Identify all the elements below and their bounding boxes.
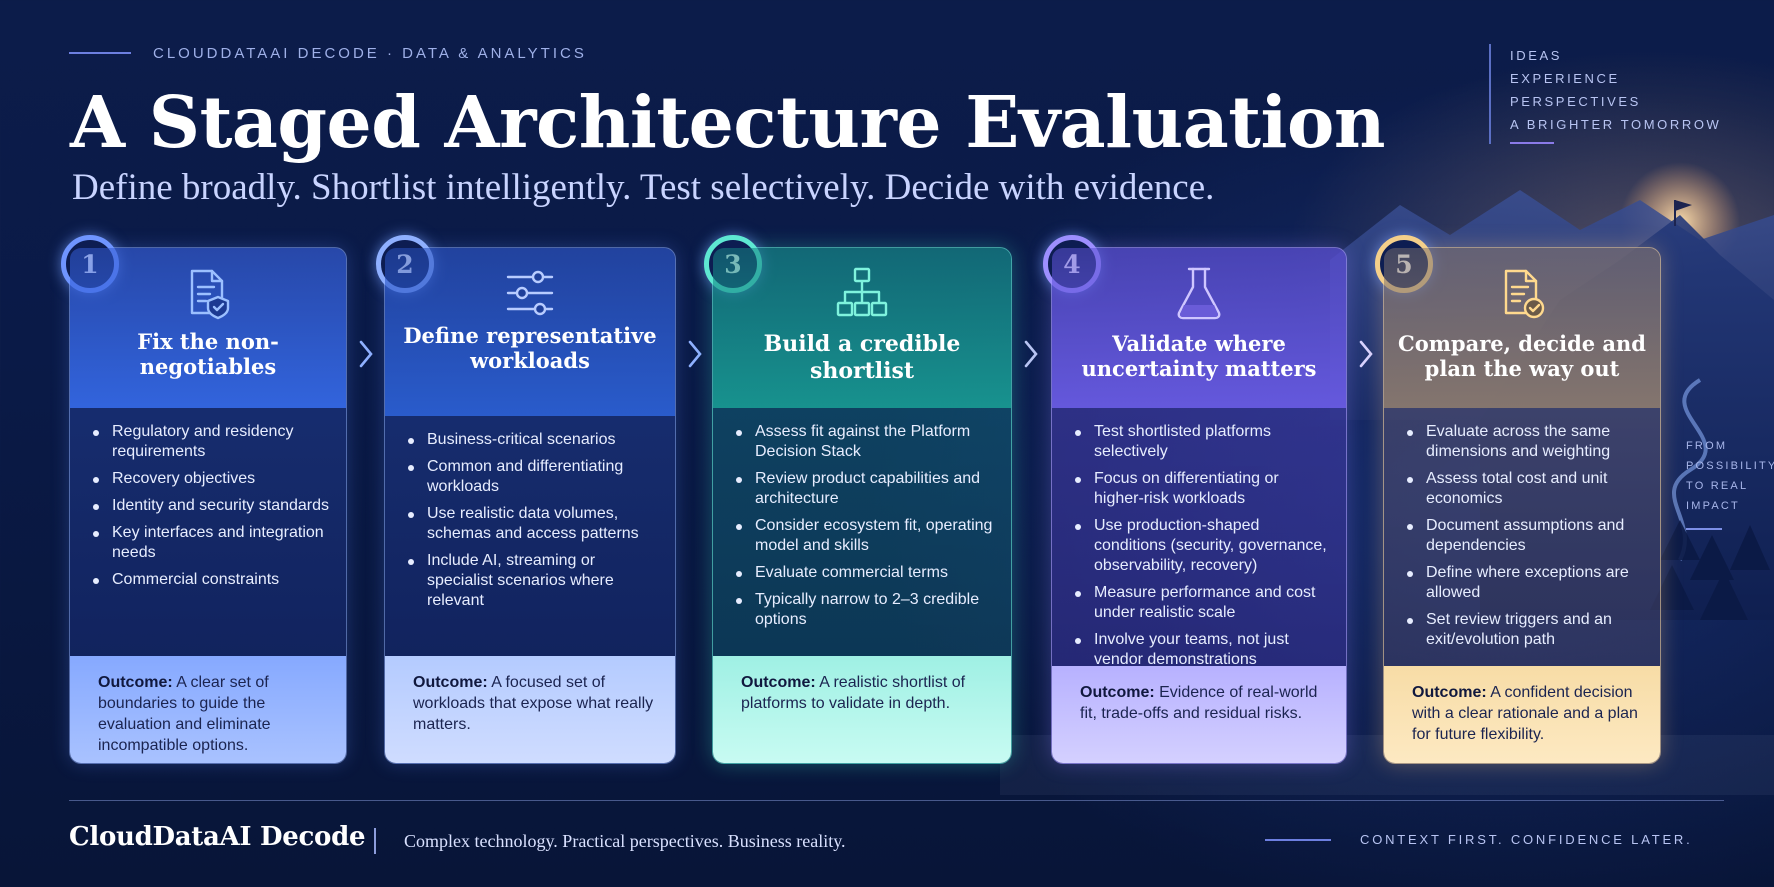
page-title: A Staged Architecture Evaluation — [70, 80, 1386, 164]
list-item: Define where exceptions are allowed — [1400, 563, 1644, 603]
corner-word-list: IDEAS EXPERIENCE PERSPECTIVES A BRIGHTER… — [1489, 44, 1721, 144]
document-shield-icon — [190, 269, 230, 320]
stage-outcome: Outcome: A focused set of workloads that… — [385, 656, 675, 763]
stage-outcome: Outcome: A confident decision with a cle… — [1384, 666, 1660, 763]
stage-bullets: Test shortlisted platforms selectively F… — [1052, 408, 1346, 670]
list-item: Identity and security standards — [86, 496, 330, 516]
outcome-text: Evidence of real-world fit, trade-offs a… — [1080, 684, 1318, 722]
corner-accent-line — [1510, 142, 1554, 144]
list-item: Recovery objectives — [86, 469, 330, 489]
list-item: Test shortlisted platforms selectively — [1068, 422, 1330, 462]
outcome-text: A confident decision with a clear ration… — [1412, 684, 1638, 743]
hierarchy-icon — [836, 267, 888, 317]
chevron-right-icon — [359, 340, 373, 368]
stage-title: Compare, decide and plan the way out — [1397, 331, 1646, 381]
document-check-icon — [1504, 269, 1545, 319]
list-item: Key interfaces and integration needs — [86, 523, 330, 563]
footer-tagline: Complex technology. Practical perspectiv… — [404, 831, 846, 851]
side-accent-line — [1686, 528, 1722, 530]
flask-icon — [1177, 267, 1221, 320]
chevron-right-icon — [1359, 340, 1373, 368]
chevron-right-icon — [1024, 340, 1038, 368]
stage-title: Validate where uncertainty matters — [1081, 331, 1317, 381]
footer-divider — [69, 800, 1724, 801]
stage-title: Fix the non-negotiables — [137, 329, 279, 379]
stage-bullets: Assess fit against the Platform Decision… — [713, 408, 1011, 630]
list-item: Focus on differentiating or higher-risk … — [1068, 469, 1330, 509]
stage-header: Compare, decide and plan the way out — [1384, 248, 1660, 408]
side-word-list: FROM POSSIBILITY TO REAL IMPACT — [1686, 436, 1774, 530]
page-subtitle: Define broadly. Shortlist intelligently.… — [72, 167, 1215, 208]
list-item: Assess total cost and unit economics — [1400, 469, 1644, 509]
stage-card-1: 1 Fix the non-negotiables Regulatory and… — [61, 235, 347, 764]
outcome-text: A realistic shortlist of platforms to va… — [741, 674, 966, 712]
side-word: POSSIBILITY — [1686, 460, 1774, 472]
brand-tag: CLOUDDATAAI DECODE · DATA & ANALYTICS — [153, 45, 587, 62]
list-item: Assess fit against the Platform Decision… — [729, 422, 995, 462]
list-item: Involve your teams, not just vendor demo… — [1068, 630, 1330, 670]
list-item: Commercial constraints — [86, 570, 330, 590]
outcome-text: A clear set of boundaries to guide the e… — [98, 674, 271, 754]
list-item: Regulatory and residency requirements — [86, 422, 330, 462]
list-item: Set review triggers and an exit/evolutio… — [1400, 610, 1644, 650]
outcome-label: Outcome: — [741, 674, 816, 691]
footer-separator — [374, 828, 376, 854]
stage-title: Build a credible shortlist — [763, 331, 961, 384]
list-item: Evaluate commercial terms — [729, 563, 995, 583]
chevron-right-icon — [688, 340, 702, 368]
stage-header: Fix the non-negotiables — [70, 248, 346, 408]
list-item: Common and differentiating workloads — [401, 457, 659, 497]
brand-accent-line — [69, 52, 131, 54]
list-item: Typically narrow to 2–3 credible options — [729, 590, 995, 630]
stage-bullets: Business-critical scenarios Common and d… — [385, 416, 675, 611]
stage-card-3: 3 Build a credible shortlist Assess fit … — [704, 235, 1012, 764]
list-item: Measure performance and cost under reali… — [1068, 583, 1330, 623]
corner-word: PERSPECTIVES — [1510, 94, 1641, 109]
outcome-label: Outcome: — [98, 674, 173, 691]
side-word: IMPACT — [1686, 500, 1740, 512]
footer-accent-line — [1265, 839, 1331, 841]
stage-outcome: Outcome: A clear set of boundaries to gu… — [70, 656, 346, 763]
stage-card-4: 4 Validate where uncertainty matters Tes… — [1043, 235, 1347, 764]
corner-word: A BRIGHTER TOMORROW — [1510, 117, 1722, 132]
stage-card-5: 5 Compare, decide and plan the way out E… — [1375, 235, 1661, 764]
side-word: TO REAL — [1686, 480, 1749, 492]
stage-header: Validate where uncertainty matters — [1052, 248, 1346, 408]
list-item: Include AI, streaming or specialist scen… — [401, 551, 659, 611]
stage-header: Build a credible shortlist — [713, 248, 1011, 408]
list-item: Document assumptions and dependencies — [1400, 516, 1644, 556]
corner-word: EXPERIENCE — [1510, 71, 1620, 86]
list-item: Consider ecosystem fit, operating model … — [729, 516, 995, 556]
stage-outcome: Outcome: Evidence of real-world fit, tra… — [1052, 666, 1346, 763]
stage-header: Define representative workloads — [385, 248, 675, 416]
side-word: FROM — [1686, 440, 1728, 452]
stage-outcome: Outcome: A realistic shortlist of platfo… — [713, 656, 1011, 763]
list-item: Business-critical scenarios — [401, 430, 659, 450]
footer-brand: CloudDataAI Decode — [69, 822, 366, 852]
stage-card-2: 2 Define representative workloads Busine… — [376, 235, 676, 764]
outcome-text: A focused set of workloads that expose w… — [413, 674, 654, 733]
outcome-label: Outcome: — [413, 674, 488, 691]
sliders-icon — [506, 270, 554, 316]
list-item: Evaluate across the same dimensions and … — [1400, 422, 1644, 462]
outcome-label: Outcome: — [1412, 684, 1487, 701]
stage-title: Define representative workloads — [403, 323, 657, 373]
stage-bullets: Regulatory and residency requirements Re… — [70, 408, 346, 590]
list-item: Use realistic data volumes, schemas and … — [401, 504, 659, 544]
list-item: Review product capabilities and architec… — [729, 469, 995, 509]
stage-bullets: Evaluate across the same dimensions and … — [1384, 408, 1660, 650]
footer-motto: CONTEXT FIRST. CONFIDENCE LATER. — [1360, 832, 1693, 847]
outcome-label: Outcome: — [1080, 684, 1155, 701]
corner-word: IDEAS — [1510, 48, 1563, 63]
list-item: Use production-shaped conditions (securi… — [1068, 516, 1330, 576]
